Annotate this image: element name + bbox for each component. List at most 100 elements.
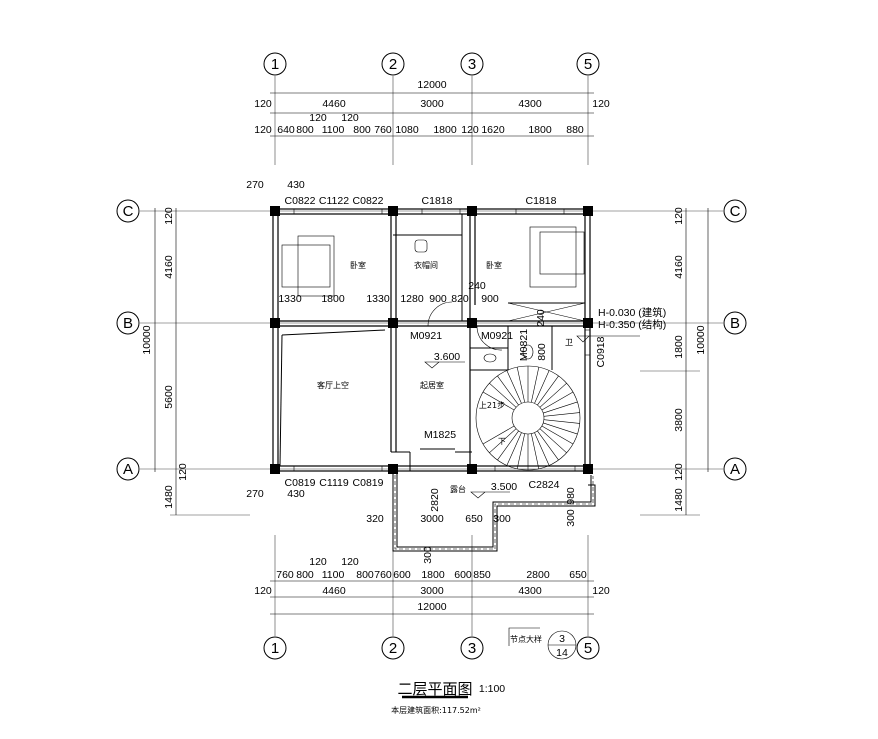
door-label: M0921 xyxy=(481,330,513,342)
axis-bubble xyxy=(116,199,140,223)
axis-label: 1 xyxy=(271,56,279,73)
bottom-detail-dim: 650 xyxy=(569,569,587,581)
bottom-bay-dim: 120 xyxy=(254,585,272,597)
top-detail-dim: 120 xyxy=(309,112,327,124)
bottom-detail-dim: 800 xyxy=(356,569,374,581)
bottom-detail-dim: 760 xyxy=(374,569,392,581)
bottom-detail-dim: 600 xyxy=(454,569,472,581)
drawing-scale: 1:100 xyxy=(479,683,505,695)
axis-bubble xyxy=(116,311,140,335)
level-struct: H-0.350 (结构) xyxy=(598,318,666,331)
dimension-lines xyxy=(154,92,709,615)
corner-dim: 270 xyxy=(246,488,264,500)
room-label-bedroom1: 卧室 xyxy=(350,260,366,270)
window-label: C1122 xyxy=(319,195,349,207)
inner-dim: 1330 xyxy=(366,293,390,305)
left-chain-dim: 120 xyxy=(163,207,175,225)
top-detail-dim: 120 xyxy=(461,124,479,136)
detail-ref-number: 3 xyxy=(559,633,565,645)
inner-dim: 1800 xyxy=(321,293,345,305)
room-label-bedroom2: 卧室 xyxy=(486,260,502,270)
inner-dim: 2820 xyxy=(429,488,441,512)
inner-dim: 650 xyxy=(465,513,483,525)
inner-dim: 3000 xyxy=(420,513,444,525)
inner-dim: 1330 xyxy=(278,293,302,305)
axis-label: 5 xyxy=(584,56,592,73)
axis-bubble xyxy=(263,636,287,660)
window-label: C2824 xyxy=(529,479,560,491)
axis-label: 2 xyxy=(389,56,397,73)
top-detail-dim: 1800 xyxy=(433,124,457,136)
inner-dim: 300 xyxy=(422,546,434,564)
bottom-detail-dim: 120 xyxy=(341,556,359,568)
bottom-detail-dim: 760 xyxy=(276,569,294,581)
corner-dim: 430 xyxy=(287,179,305,191)
inner-dim: 300 xyxy=(565,509,577,527)
detail-ref-label: 节点大样 xyxy=(510,634,542,644)
inner-dim: 240 xyxy=(535,309,547,327)
inner-dim: 900 xyxy=(429,293,447,305)
axis-bubble xyxy=(263,52,287,76)
axis-label: B xyxy=(730,315,740,332)
axis-label: C xyxy=(730,203,741,220)
level-floor: 3.600 xyxy=(434,351,460,363)
room-label-family_room: 起居室 xyxy=(420,380,444,390)
bottom-bay-dim: 3000 xyxy=(420,585,444,597)
left-chain-dim: 120 xyxy=(177,463,189,481)
left-chain-dim: 5600 xyxy=(163,385,175,409)
doors xyxy=(427,301,503,351)
right-chain-dim: 120 xyxy=(673,463,685,481)
inner-dim: 800 xyxy=(536,343,548,361)
right-chain-dim: 120 xyxy=(673,207,685,225)
title-block xyxy=(402,335,640,699)
axis-bubble xyxy=(460,636,484,660)
top-detail-dim: 800 xyxy=(296,124,314,136)
window-label: C0822 xyxy=(285,195,316,207)
room-label-stair_up: 上21步 xyxy=(479,401,505,410)
axis-label: 2 xyxy=(389,640,397,657)
top-detail-dim: 120 xyxy=(341,112,359,124)
bottom-detail-dim: 1100 xyxy=(322,569,345,581)
corner-dim: 270 xyxy=(246,179,264,191)
top-bay-dim: 120 xyxy=(592,98,610,110)
window-label: C0918 xyxy=(595,336,607,367)
level-terrace: 3.500 xyxy=(491,481,517,493)
inner-dim: 820 xyxy=(451,293,469,305)
door-label: M0821 xyxy=(518,329,530,361)
room-label-bathroom: 卫 xyxy=(565,338,573,347)
axis-bubble xyxy=(460,52,484,76)
right-chain-dim: 1480 xyxy=(673,488,685,512)
door-label: M0921 xyxy=(410,330,442,342)
axis-bubble xyxy=(116,457,140,481)
room-label-closet: 衣帽间 xyxy=(414,260,438,270)
top-bay-dim: 3000 xyxy=(420,98,444,110)
top-detail-dim: 120 xyxy=(254,124,272,136)
right-overall-dim: 10000 xyxy=(695,325,707,354)
windows xyxy=(293,208,591,472)
window-label: C1818 xyxy=(422,195,453,207)
top-detail-dim: 640 xyxy=(277,124,295,136)
axis-bubble xyxy=(723,199,747,223)
inner-dim: 320 xyxy=(366,513,384,525)
bottom-detail-dim: 850 xyxy=(473,569,491,581)
top-bay-dim: 120 xyxy=(254,98,272,110)
bottom-overall-dim: 12000 xyxy=(417,601,446,613)
right-chain-dim: 3800 xyxy=(673,408,685,432)
inner-dim: 1280 xyxy=(400,293,424,305)
top-detail-dim: 800 xyxy=(353,124,371,136)
top-bay-dim: 4460 xyxy=(322,98,346,110)
top-overall-dim: 12000 xyxy=(417,79,446,91)
window-label: C0819 xyxy=(285,477,316,489)
top-detail-dim: 880 xyxy=(566,124,584,136)
axis-bubble xyxy=(723,457,747,481)
axis-label: 3 xyxy=(468,640,476,657)
window-label: C1818 xyxy=(526,195,557,207)
drawing-title: 二层平面图 xyxy=(397,681,472,698)
room-label-terrace: 露台 xyxy=(450,484,466,494)
left-chain-dim: 1480 xyxy=(163,485,175,509)
bottom-detail-dim: 2800 xyxy=(526,569,550,581)
bottom-detail-dim: 600 xyxy=(393,569,411,581)
furniture xyxy=(281,226,585,363)
room-label-living_void: 客厅上空 xyxy=(317,380,349,390)
